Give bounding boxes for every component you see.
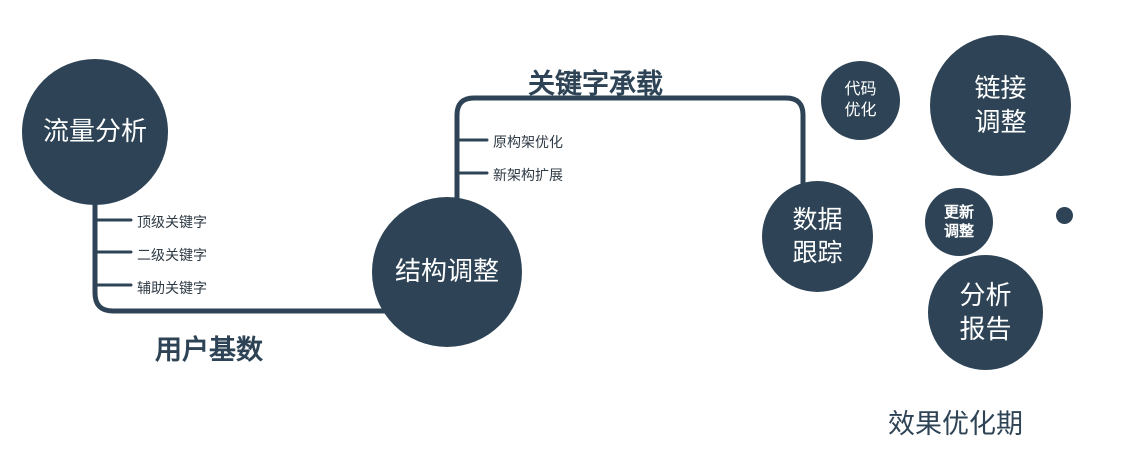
node-code-optimization-line2: 优化: [844, 101, 877, 119]
bullet-dot: [1056, 207, 1073, 224]
branch-auxiliary-keywords: 辅助关键字: [137, 280, 207, 296]
node-analysis-report-line2: 报告: [959, 313, 1012, 344]
branch-new-architecture: 新架构扩展: [493, 167, 563, 183]
node-link-adjustment: 链接 调整: [930, 35, 1071, 176]
node-code-optimization-line1: 代码: [844, 80, 877, 98]
branch-secondary-keywords: 二级关键字: [137, 247, 207, 263]
path-structure-to-tracking: [454, 95, 806, 205]
node-data-tracking-line2: 跟踪: [792, 238, 843, 267]
edge-label-user-base: 用户基数: [155, 335, 263, 365]
node-link-adjustment-line2: 调整: [974, 106, 1027, 137]
node-data-tracking: 数据 跟踪: [762, 181, 873, 292]
node-analysis-report: 分析 报告: [928, 255, 1043, 370]
node-update-adjustment: 更新 调整: [925, 188, 993, 256]
caption-effect-optimization-period: 效果优化期: [888, 409, 1023, 439]
branch-original-architecture: 原构架优化: [493, 134, 563, 150]
node-structure-adjustment-label: 结构调整: [394, 256, 499, 287]
path-traffic-to-structure: [92, 192, 408, 314]
branch-top-keywords: 顶级关键字: [137, 214, 207, 230]
node-link-adjustment-line1: 链接: [974, 72, 1027, 103]
edge-label-keyword-carrying: 关键字承载: [528, 69, 663, 99]
node-data-tracking-line1: 数据: [792, 206, 843, 234]
node-structure-adjustment: 结构调整: [372, 197, 522, 347]
node-code-optimization: 代码 优化: [821, 61, 900, 140]
node-update-adjustment-line1: 更新: [943, 203, 974, 221]
node-traffic-analysis-label: 流量分析: [42, 116, 147, 147]
node-analysis-report-line1: 分析: [959, 279, 1012, 310]
node-update-adjustment-line2: 调整: [943, 223, 974, 240]
node-traffic-analysis: 流量分析: [22, 59, 168, 205]
